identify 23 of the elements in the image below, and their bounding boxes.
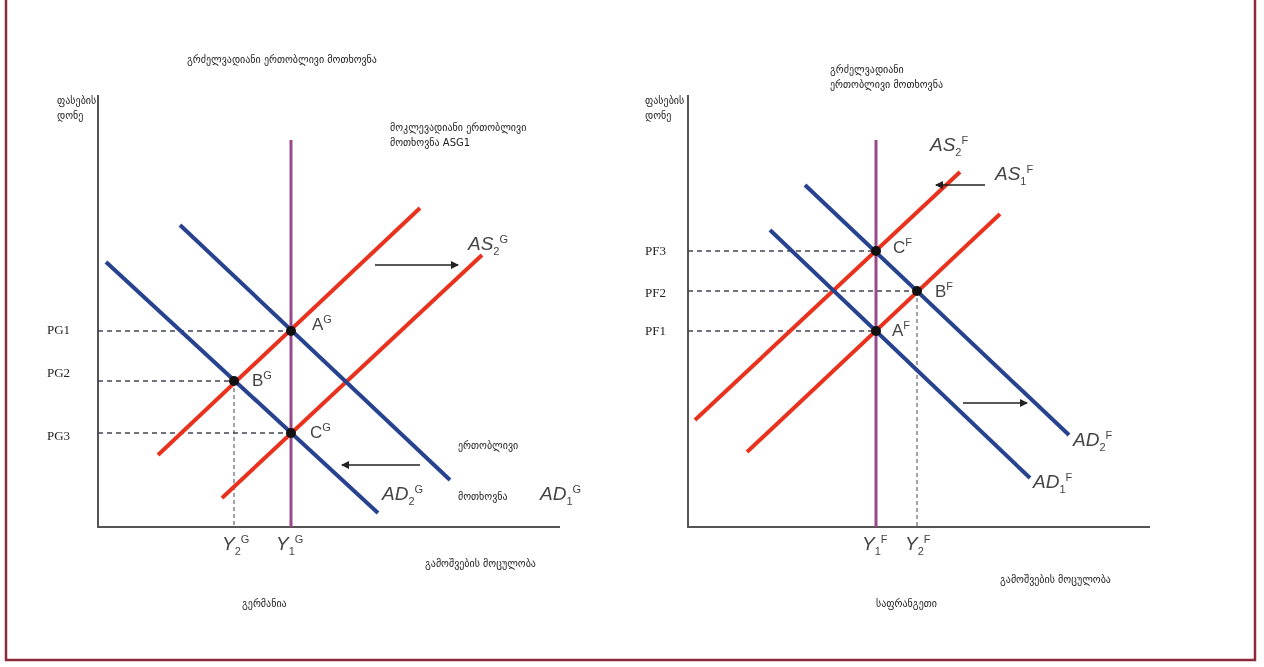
tick-label: PG2 [47,365,71,380]
axis-label: ფასების დონე [57,94,97,123]
curve-annotation: ერთობლივი [458,439,519,453]
country-label: გერმანია [242,597,287,611]
tick-label: PF1 [645,323,666,338]
country-label: საფრანგეთი [876,597,937,611]
point-label: A$^{G}$ [312,312,332,332]
point-label: A$^{F}$ [892,318,911,338]
tick-label: PG3 [47,428,71,443]
curve-annotation: გრძელვადიანი ერთობლივი მოთხოვნა [830,63,944,92]
axis-label: გამოშვების მოცულობა [425,557,536,571]
point-label: C$^{F}$ [893,235,912,255]
axis-label: ფასების დონე [645,94,685,123]
tick-label: PF3 [645,243,666,258]
tick-label: PG1 [47,322,71,337]
axis-label: გამოშვების მოცულობა [1000,573,1111,587]
point-label: B$^{F}$ [935,279,954,299]
point-label: B$^{G}$ [252,368,272,388]
curve-annotation: მოთხოვნა [458,490,508,504]
curve-annotation: გრძელვადიანი ერთობლივი მოთხოვნა [187,53,378,67]
tick-label: PF2 [645,285,666,300]
point-label: C$^{G}$ [310,420,331,440]
curve-annotation: მოკლევადიანი ერთობლივი მოთხოვნა ASG1 [390,121,528,150]
